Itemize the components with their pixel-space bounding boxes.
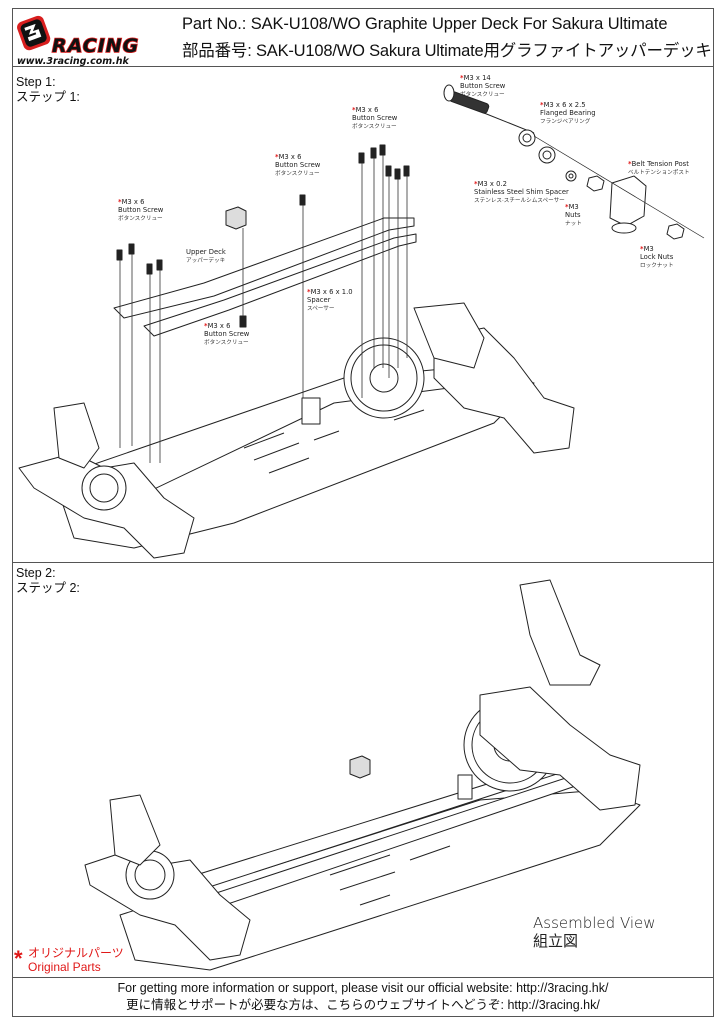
- callout-mid-button-screw: *M3 x 6 Button Screw ボタンスクリュー: [275, 153, 321, 178]
- step1-label-en: Step 1:: [16, 75, 56, 89]
- callout-front-button-screws: *M3 x 6 Button Screw ボタンスクリュー: [118, 198, 164, 223]
- step1-label-jp: ステップ 1:: [16, 90, 80, 104]
- logo-3-icon: RACING www.3racing.com.hk: [17, 15, 139, 67]
- footer: For getting more information or support,…: [12, 980, 714, 1014]
- rear-tower: [519, 579, 601, 686]
- step-divider: [12, 562, 714, 563]
- page-frame: [12, 8, 714, 1017]
- m3-lock-nut: [666, 223, 685, 240]
- callout-belt-tension-post: *Belt Tension Post ベルトテンションポスト: [628, 160, 690, 177]
- callout-upper-deck: Upper Deck アッパーデッキ: [186, 248, 226, 265]
- title-japanese: 部品番号: SAK-U108/WO Sakura Ultimate用グラファイト…: [182, 42, 712, 60]
- rear-suspension: [479, 686, 641, 811]
- step1-exploded-drawing: [18, 84, 705, 559]
- assembled-view-caption: Assembled View 組立図: [533, 914, 656, 950]
- step2-label-en: Step 2:: [16, 566, 56, 580]
- callout-shim-spacer: *M3 x 0.2 Stainless Steel Shim Spacer ステ…: [474, 180, 569, 205]
- callout-m3-lock-nuts: *M3 Lock Nuts ロックナット: [640, 245, 674, 270]
- header-divider: [12, 66, 714, 67]
- legend-en: Original Parts: [28, 960, 101, 974]
- brand-logo: RACING www.3racing.com.hk: [16, 14, 174, 67]
- callout-flanged-bearing: *M3 x 6 x 2.5 Flanged Bearing フランジベアリング: [540, 101, 596, 126]
- callout-spacer: *M3 x 6 x 1.0 Spacer スペーサー: [307, 288, 353, 313]
- callout-m3x14-screw: *M3 x 14 Button Screw ボタンスクリュー: [460, 74, 506, 99]
- upper-deck: [113, 217, 415, 319]
- footer-line-en: For getting more information or support,…: [117, 981, 609, 995]
- belt-tension-post: [349, 755, 371, 779]
- step2-label: Step 2: ステップ 2:: [16, 566, 80, 596]
- callout-m3-nuts: *M3 Nuts ナット: [565, 203, 582, 228]
- footer-divider: [12, 977, 714, 978]
- logo-brand-text: RACING: [52, 35, 139, 57]
- legend-jp: オリジナルパーツ: [28, 946, 124, 960]
- step1-label: Step 1: ステップ 1:: [16, 75, 80, 105]
- footer-line-jp: 更に情報とサポートが必要な方は、こちらのウェブサイトへどうぞ: http://3…: [126, 998, 600, 1012]
- m3-nut: [586, 175, 605, 192]
- step2-label-jp: ステップ 2:: [16, 581, 80, 595]
- step2-assembled-drawing: [84, 579, 641, 971]
- belt-tension-post: [609, 175, 647, 227]
- red-star-icon: *: [14, 946, 23, 971]
- title-english: Part No.: SAK-U108/WO Graphite Upper Dec…: [182, 15, 668, 33]
- callout-bottom-button-screw: *M3 x 6 Button Screw ボタンスクリュー: [204, 322, 250, 347]
- svg-text:www.3racing.com.hk: www.3racing.com.hk: [17, 56, 130, 66]
- callout-rear-button-screws: *M3 x 6 Button Screw ボタンスクリュー: [352, 106, 398, 131]
